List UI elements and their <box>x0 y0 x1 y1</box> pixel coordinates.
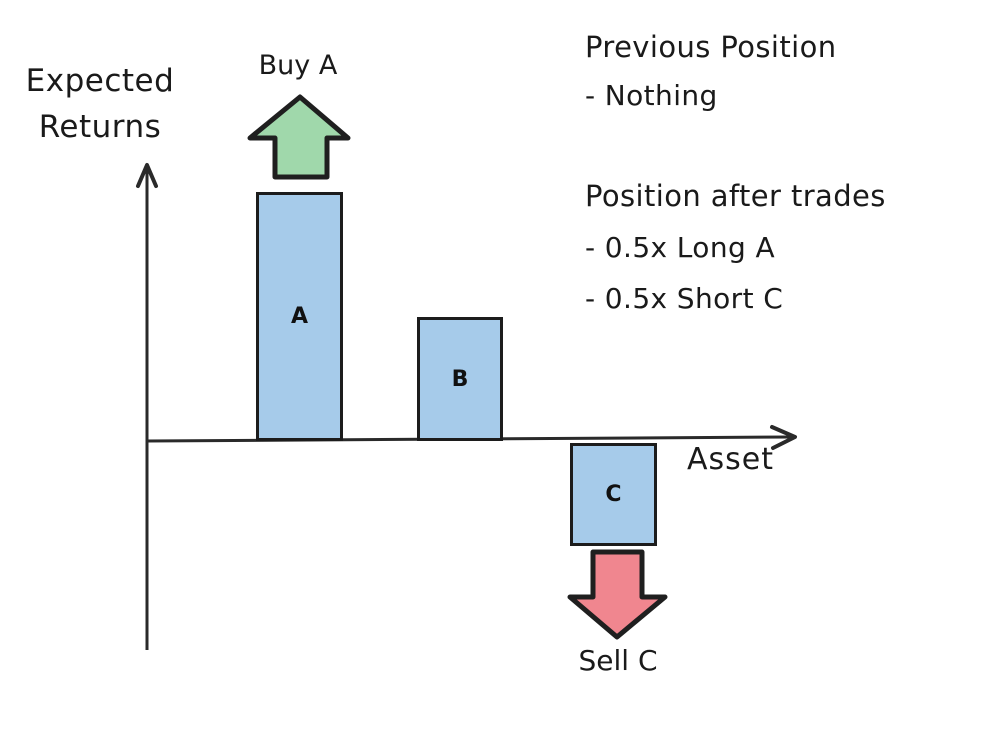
bar-asset-b: B <box>417 317 503 441</box>
y-axis-label-line2: Returns <box>38 109 162 145</box>
bar-c-label: C <box>605 482 622 507</box>
previous-position-item: - Nothing <box>585 79 718 112</box>
bar-b-label: B <box>451 366 469 392</box>
buy-a-label: Buy A <box>258 50 338 81</box>
position-after-trades-title: Position after trades <box>585 179 886 213</box>
bar-asset-a: A <box>256 192 343 441</box>
up-arrow-icon <box>247 94 351 180</box>
x-axis-label: Asset <box>687 442 775 477</box>
position-after-item-long-a: - 0.5x Long A <box>585 231 776 264</box>
y-axis-label-line1: Expected <box>25 63 175 99</box>
notes-block: Previous Position - Nothing Position aft… <box>585 0 985 340</box>
down-arrow-icon <box>567 549 668 640</box>
y-axis-label: Expected Returns <box>12 58 188 150</box>
position-after-item-short-c: - 0.5x Short C <box>585 282 784 315</box>
previous-position-title: Previous Position <box>585 30 837 64</box>
bar-a-label: A <box>290 304 309 329</box>
sell-c-label: Sell C <box>578 644 658 677</box>
y-axis <box>136 163 158 650</box>
bar-asset-c: C <box>570 443 657 546</box>
